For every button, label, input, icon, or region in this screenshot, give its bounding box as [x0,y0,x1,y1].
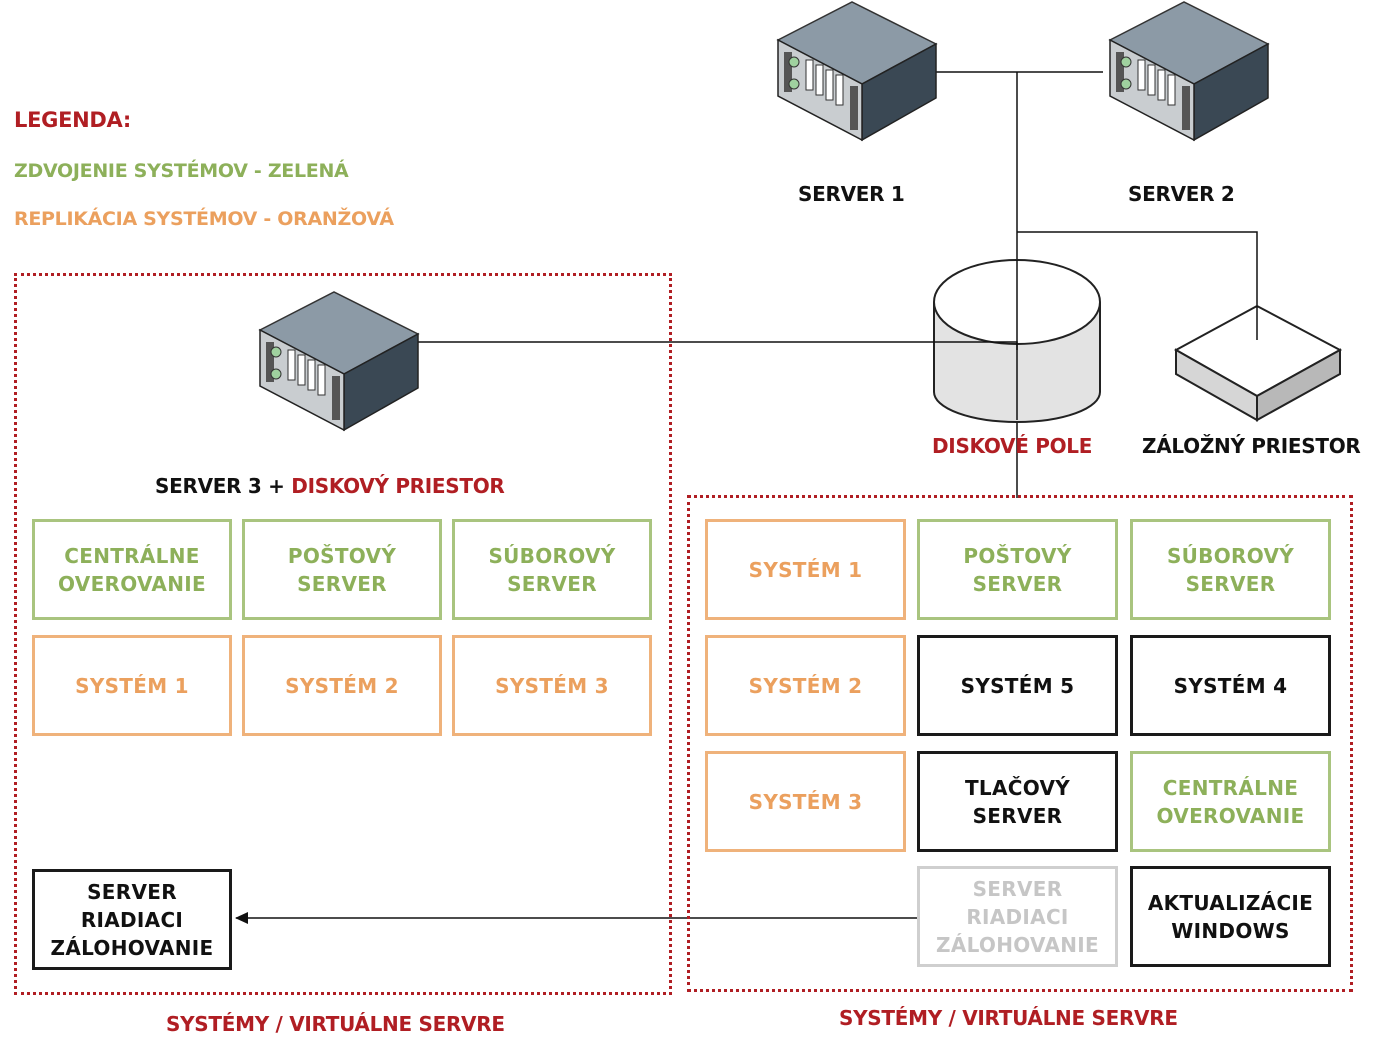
legend-replication: REPLIKÁCIA SYSTÉMOV - ORANŽOVÁ [14,208,394,230]
left-system-1: SYSTÉM 1 [32,635,232,736]
backup-space-label: ZÁLOŽNÝ PRIESTOR [1142,434,1361,458]
right-system-3: SYSTÉM 3 [705,751,906,852]
server-1-icon [776,1,938,142]
left-system-3: SYSTÉM 3 [452,635,652,736]
left-mail-server: POŠTOVÝ SERVER [242,519,442,620]
left-systems-zone [14,273,672,995]
server-3-storage: DISKOVÝ PRIESTOR [291,474,505,498]
right-print-server: TLAČOVÝ SERVER [917,751,1118,852]
legend-title: LEGENDA: [14,108,131,132]
right-backup-control-server: SERVER RIADIACI ZÁLOHOVANIE [917,866,1118,967]
left-central-auth: CENTRÁLNE OVEROVANIE [32,519,232,620]
server-3-icon [258,291,420,432]
right-zone-caption: SYSTÉMY / VIRTUÁLNE SERVRE [839,1006,1178,1030]
right-file-server: SÚBOROVÝ SERVER [1130,519,1331,620]
right-system-1: SYSTÉM 1 [705,519,906,620]
server-3-name: SERVER 3 + [155,474,292,498]
right-systems-zone [687,495,1353,992]
backup-storage-icon [1173,304,1343,422]
server-1-label: SERVER 1 [798,182,905,206]
server-2-label: SERVER 2 [1128,182,1235,206]
right-system-5: SYSTÉM 5 [917,635,1118,736]
left-system-2: SYSTÉM 2 [242,635,442,736]
right-windows-updates: AKTUALIZÁCIE WINDOWS [1130,866,1331,967]
legend-duplication: ZDVOJENIE SYSTÉMOV - ZELENÁ [14,160,349,182]
right-system-2: SYSTÉM 2 [705,635,906,736]
right-mail-server: POŠTOVÝ SERVER [917,519,1118,620]
left-file-server: SÚBOROVÝ SERVER [452,519,652,620]
left-backup-control-server: SERVER RIADIACI ZÁLOHOVANIE [32,869,232,970]
right-central-auth: CENTRÁLNE OVEROVANIE [1130,751,1331,852]
left-zone-caption: SYSTÉMY / VIRTUÁLNE SERVRE [166,1012,505,1036]
right-system-4: SYSTÉM 4 [1130,635,1331,736]
server-2-icon [1108,1,1270,142]
disk-array-label: DISKOVÉ POLE [932,434,1093,458]
server-3-label: SERVER 3 + DISKOVÝ PRIESTOR [155,474,505,498]
